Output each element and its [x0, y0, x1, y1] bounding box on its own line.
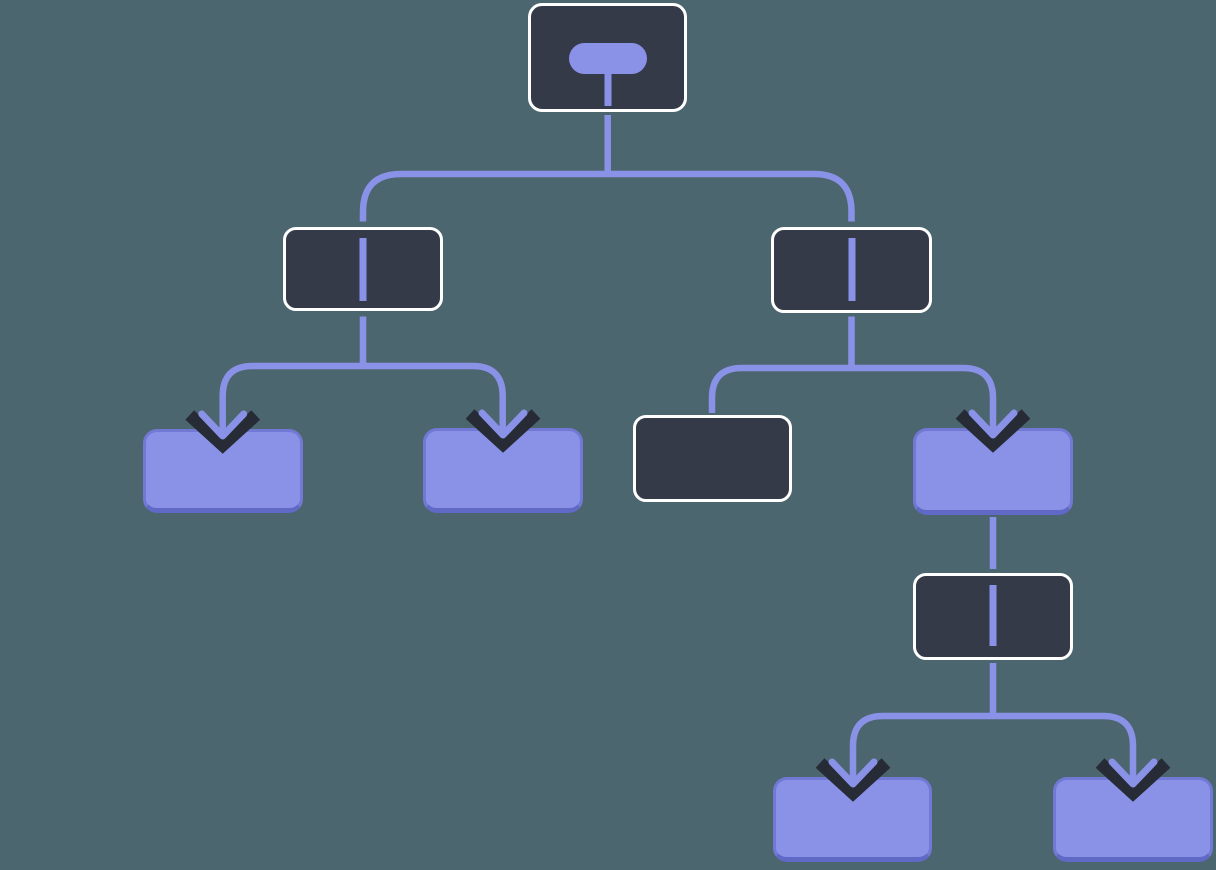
edge-root-to-branches	[359, 170, 855, 222]
node-branch-bottom[interactable]	[913, 573, 1073, 660]
node-root[interactable]	[528, 3, 687, 112]
node-leaf-2[interactable]	[423, 428, 583, 513]
pass-through-line-icon	[359, 238, 367, 301]
pass-through-line-icon	[848, 238, 855, 301]
pass-through-line-icon	[989, 585, 997, 646]
pill-connector-icon	[568, 43, 647, 74]
node-leaf-4[interactable]	[913, 428, 1073, 515]
node-leaf-6[interactable]	[1053, 777, 1213, 862]
node-leaf-3[interactable]	[633, 415, 792, 502]
node-leaf-5[interactable]	[773, 777, 932, 862]
node-leaf-1[interactable]	[143, 429, 303, 513]
pill-stem	[604, 72, 611, 106]
node-branch-left[interactable]	[283, 227, 443, 311]
edge-branch-left-to-leaves	[219, 362, 506, 436]
node-branch-right[interactable]	[771, 227, 932, 313]
edge-branch-bottom-to-leaves	[849, 712, 1137, 784]
